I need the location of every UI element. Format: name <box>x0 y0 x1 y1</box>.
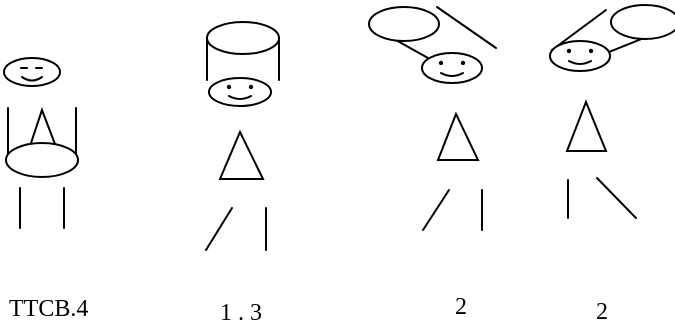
body-triangle <box>218 129 265 180</box>
figure-3 <box>368 6 497 231</box>
figure-3-label: 2 <box>455 294 467 320</box>
tilted-cylinder-shape <box>368 6 497 59</box>
figure-2 <box>205 21 280 251</box>
figure-4-label: 2 <box>596 299 608 325</box>
body-triangle <box>565 99 608 152</box>
figure-1-label: TTCB.4 <box>9 296 89 322</box>
leg-line <box>422 189 450 231</box>
leg-line <box>596 177 637 219</box>
figure-2-label: 1 . 3 <box>220 300 262 326</box>
leg-line <box>205 207 233 251</box>
face-icon <box>421 52 483 84</box>
body-triangle <box>436 111 480 161</box>
face-icon <box>3 57 61 87</box>
face-icon <box>208 77 272 107</box>
figure-4 <box>549 4 675 219</box>
cylinder-shape <box>206 21 280 81</box>
figure-1 <box>3 57 79 229</box>
face-icon <box>549 40 611 72</box>
oval-shape <box>5 142 79 178</box>
